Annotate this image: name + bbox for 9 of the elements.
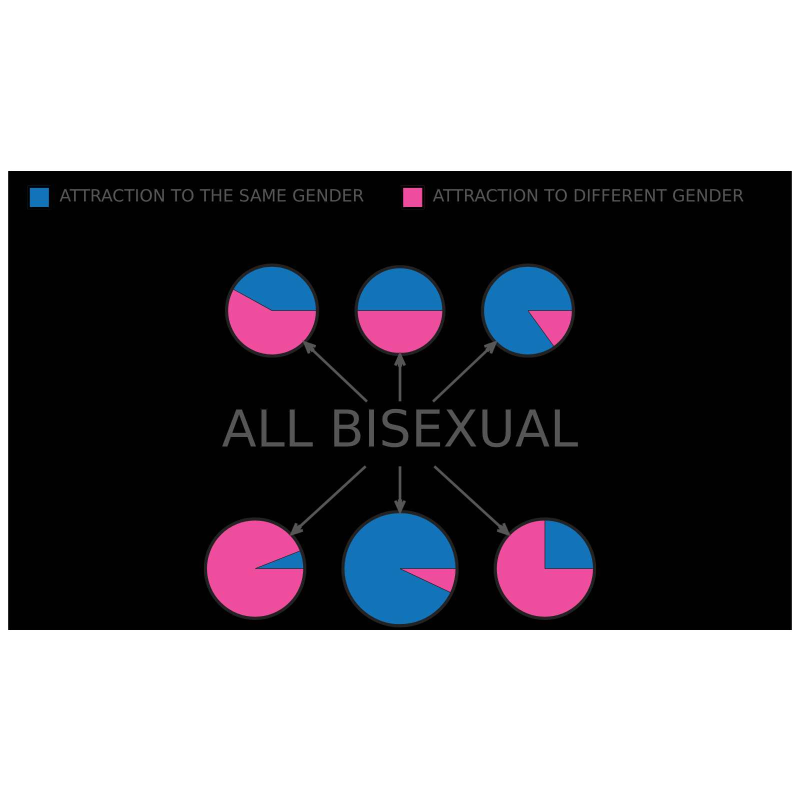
- legend-label: ATTRACTION TO THE SAME GENDER: [59, 184, 364, 205]
- arrow: [303, 340, 368, 402]
- arrow: [394, 352, 406, 401]
- node-text: ALL BISEXUAL: [222, 398, 578, 458]
- arrow: [432, 340, 497, 402]
- legend-label: ATTRACTION TO DIFFERENT GENDER: [432, 184, 744, 205]
- arrow: [394, 466, 406, 512]
- arrow: [433, 464, 510, 535]
- arrow: [290, 464, 367, 535]
